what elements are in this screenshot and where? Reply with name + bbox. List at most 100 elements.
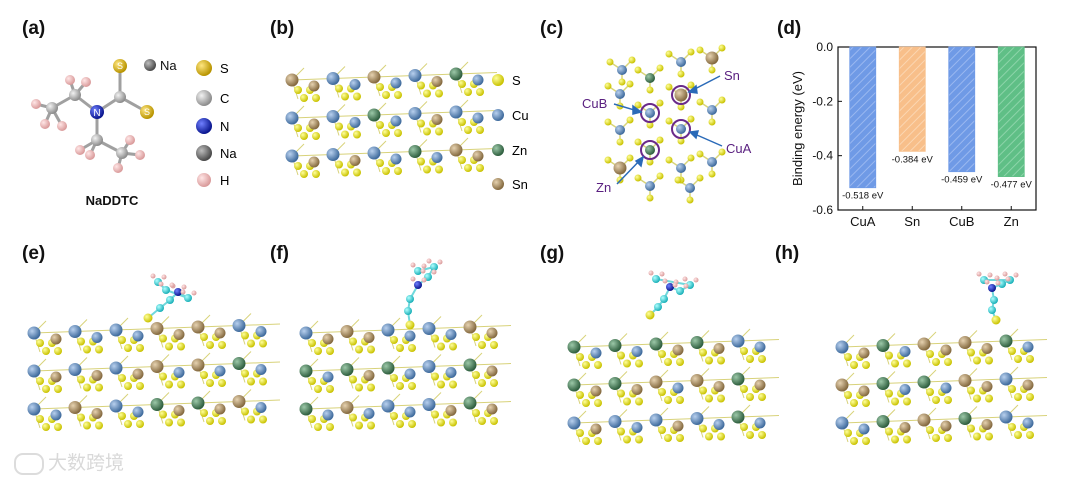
s-atom — [758, 393, 766, 401]
s-atom — [490, 341, 498, 349]
s-atom — [124, 382, 132, 390]
adsorbate-atom — [184, 294, 192, 302]
s-atom — [740, 423, 748, 431]
molecule-legend: S C N Na H — [196, 60, 237, 188]
adsorbate-h — [1006, 277, 1011, 282]
metal-atom — [92, 408, 103, 419]
s-atom — [247, 340, 255, 348]
metal-atom — [714, 343, 725, 354]
metal-atom — [446, 329, 457, 340]
metal-atom — [617, 65, 627, 75]
s-atom — [326, 385, 334, 393]
metal-atom — [323, 334, 334, 345]
adsorption-slab-h — [836, 272, 1048, 446]
s-atom — [605, 83, 612, 90]
s-atom — [740, 347, 748, 355]
metal-atom — [391, 116, 402, 127]
s-atom — [635, 175, 642, 182]
metal-atom — [591, 386, 602, 397]
s-atom — [476, 164, 484, 172]
metal-atom — [859, 348, 870, 359]
s-atom — [36, 377, 44, 385]
metal-atom — [900, 346, 911, 357]
metal-atom — [300, 365, 313, 378]
metal-atom — [982, 381, 993, 392]
metal-atom — [836, 341, 849, 354]
s-atom — [862, 361, 870, 369]
s-atom — [241, 370, 249, 378]
metal-atom — [1000, 411, 1013, 424]
s-atom — [312, 94, 320, 102]
s-atom — [623, 360, 631, 368]
s-atom — [355, 346, 363, 354]
metal-atom — [382, 400, 395, 413]
s-atom — [294, 124, 302, 132]
s-atom — [973, 433, 981, 441]
adsorbate-atom — [414, 281, 422, 289]
s-atom — [54, 385, 62, 393]
s-atom — [437, 381, 445, 389]
s-atom — [903, 398, 911, 406]
s-atom — [136, 420, 144, 428]
metal-atom — [309, 157, 320, 168]
metal-atom — [69, 401, 82, 414]
s-atom — [449, 381, 457, 389]
metal-atom — [405, 407, 416, 418]
adsorbate-h — [422, 278, 427, 283]
s-atom — [697, 175, 704, 182]
adsorbate-atom — [156, 304, 164, 312]
metal-atom — [364, 332, 375, 343]
adsorbate-atom — [676, 287, 684, 295]
s-atom — [926, 426, 934, 434]
s-atom — [629, 57, 636, 64]
metal-atom — [423, 398, 436, 411]
metal-atom — [300, 327, 313, 340]
adsorbate-h — [192, 291, 197, 296]
bar-value-label: -0.477 eV — [991, 180, 1033, 191]
s-atom — [985, 395, 993, 403]
metal-atom — [215, 366, 226, 377]
s-atom — [437, 343, 445, 351]
s-atom — [478, 379, 486, 387]
metal-atom — [51, 410, 62, 421]
s-atom — [36, 415, 44, 423]
s-atom — [885, 352, 893, 360]
s-atom — [472, 333, 480, 341]
metal-atom — [350, 79, 361, 90]
metal-atom — [423, 360, 436, 373]
s-atom — [478, 341, 486, 349]
s-atom — [973, 395, 981, 403]
metal-atom — [409, 69, 422, 82]
atom-label-s2: S — [144, 107, 150, 117]
s-atom — [944, 434, 952, 442]
atom-label-n: N — [93, 108, 100, 119]
s-atom — [165, 343, 173, 351]
s-atom — [423, 90, 431, 98]
metal-atom — [446, 405, 457, 416]
s-atom — [247, 378, 255, 386]
metal-atom — [707, 105, 717, 115]
metal-atom — [350, 117, 361, 128]
s-atom — [862, 399, 870, 407]
bar-sn — [899, 47, 925, 151]
metal-atom — [707, 157, 717, 167]
s-atom — [844, 391, 852, 399]
metal-atom — [755, 418, 766, 429]
metal-atom — [174, 367, 185, 378]
metal-atom — [323, 372, 334, 383]
s-atom — [709, 119, 716, 126]
metal-atom — [609, 377, 622, 390]
metal-atom — [28, 327, 41, 340]
s-atom — [449, 343, 457, 351]
metal-atom — [918, 376, 931, 389]
metal-atom — [685, 183, 695, 193]
legend-a-n: N — [220, 119, 229, 134]
s-atom — [476, 88, 484, 96]
s-atom — [396, 344, 404, 352]
s-atom — [891, 398, 899, 406]
s-atom — [623, 436, 631, 444]
metal-atom — [959, 336, 972, 349]
adsorbate-h — [988, 273, 993, 278]
metal-atom — [174, 405, 185, 416]
